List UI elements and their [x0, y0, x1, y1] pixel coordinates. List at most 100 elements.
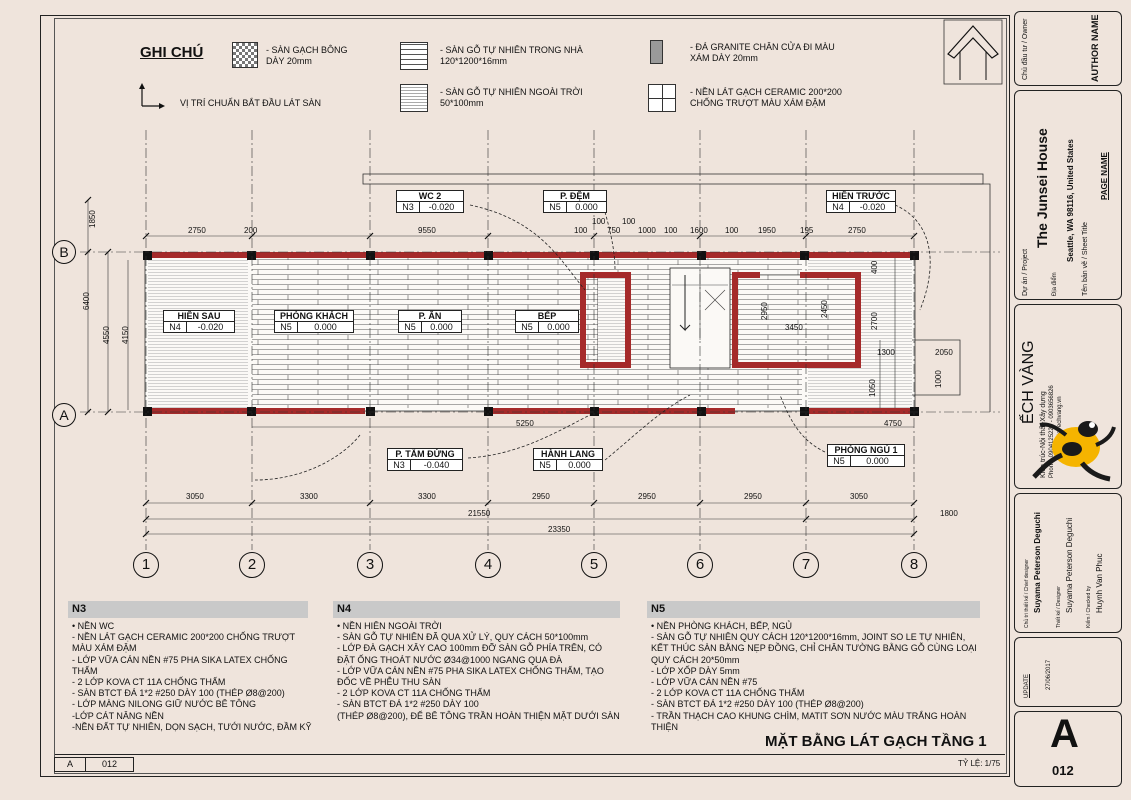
start-marker-label: VỊ TRÍ CHUẨN BẮT ĐẦU LÁT SÀN — [180, 98, 322, 108]
titleblock-sheet-number — [1014, 711, 1122, 787]
bedroom-floor — [734, 274, 861, 366]
title-underline — [55, 754, 1005, 755]
room-code: N4 — [164, 322, 187, 332]
dim-bottom-1800: 1800 — [940, 509, 958, 518]
owner-name: AUTHOR NAME — [1090, 14, 1100, 83]
dim-top-7: 100 — [664, 226, 678, 235]
wood-floor-swatch-icon — [400, 42, 428, 70]
room-code: N5 — [828, 456, 851, 466]
checker-name: Huynh Van Phuc — [1095, 553, 1104, 613]
sheet-title: MẶT BẰNG LÁT GẠCH TẦNG 1 — [765, 733, 987, 750]
room-level: -0.040 — [423, 460, 450, 470]
ceramic-swatch-icon — [648, 84, 676, 112]
columns — [143, 251, 919, 416]
dim-bottom-3: 3300 — [418, 492, 436, 501]
grid-bubble-7: 7 — [793, 552, 819, 578]
room-name: WC 2 — [396, 190, 464, 202]
dim-top-3: 9550 — [418, 226, 436, 235]
dim-bed-2450: 2450 — [820, 300, 829, 318]
notes-title-n5: N5 — [651, 603, 666, 615]
front-steps — [912, 339, 961, 396]
sheet-inner-border — [54, 18, 1007, 774]
sheet-ref-letter: A — [55, 758, 86, 771]
dim-right-2700: 2700 — [870, 312, 879, 330]
location-label: Địa điểm — [1052, 272, 1058, 296]
room-code: N5 — [534, 460, 557, 470]
stair-arrow-icon — [679, 275, 691, 332]
titleblock-number: 012 — [1052, 763, 1074, 778]
room-code: N5 — [544, 202, 567, 212]
page-name: PAGE NAME — [1100, 152, 1109, 200]
grid-bubble-4: 4 — [475, 552, 501, 578]
dim-top-small-2: 100 — [622, 217, 636, 226]
titleblock-project — [1014, 90, 1122, 300]
dim-top-10: 1950 — [758, 226, 776, 235]
dim-bed-3450: 3450 — [785, 323, 803, 332]
grid-bubble-2: 2 — [239, 552, 265, 578]
notes-title-n3: N3 — [72, 603, 87, 615]
room-tag-wc2: WC 2 N3 -0.020 — [396, 190, 464, 213]
grid-bubble-5: 5 — [581, 552, 607, 578]
dim-mid-4750: 4750 — [884, 419, 902, 428]
room-name: P. ĂN — [398, 310, 462, 322]
room-level: -0.020 — [859, 202, 886, 212]
dim-right-1050: 1050 — [868, 379, 877, 397]
dim-bottom-4: 2950 — [532, 492, 550, 501]
notes-header-n4 — [333, 601, 620, 618]
room-tag-p-an: P. ĂN N5 0.000 — [398, 310, 462, 333]
titleblock-designers — [1014, 493, 1122, 633]
room-tag-bep: BẾP N5 0.000 — [515, 310, 579, 333]
dim-left-6400: 6400 — [82, 292, 91, 310]
sheet-title-label: Tên bản vẽ / Sheet Title — [1082, 222, 1089, 296]
sheet-scale: TỶ LỆ: 1/75 — [958, 759, 1001, 768]
dim-top-2: 200 — [244, 226, 258, 235]
designer-name: Suyama Peterson Deguchi — [1065, 517, 1074, 613]
sheet-border — [40, 15, 1010, 777]
granite-swatch-icon — [650, 40, 663, 64]
dim-top-4: 100 — [574, 226, 588, 235]
dim-right-400: 400 — [870, 260, 879, 274]
room-tag-p-dem: P. ĐỆM N5 0.000 — [543, 190, 607, 213]
dim-bottom-2: 3300 — [300, 492, 318, 501]
room-tag-hien-truoc: HIÊN TRƯỚC N4 -0.020 — [826, 190, 896, 213]
dim-bottom-21550: 21550 — [468, 509, 491, 518]
dim-bottom-5: 2950 — [638, 492, 656, 501]
north-arrow-icon — [943, 19, 1003, 85]
project-name: The Junsei House — [1034, 128, 1050, 248]
room-name: HIÊN TRƯỚC — [826, 190, 896, 202]
update-date: 27/06/2017 — [1046, 659, 1052, 690]
dim-top-8: 1600 — [690, 226, 708, 235]
room-tag-phong-khach: PHÒNG KHÁCH N5 0.000 — [274, 310, 354, 333]
room-name: PHÒNG KHÁCH — [274, 310, 354, 322]
legend-title: GHI CHÚ — [140, 44, 204, 61]
titleblock-update — [1014, 637, 1122, 707]
dim-bottom-7: 3050 — [850, 492, 868, 501]
room-tag-p-tam-dung: P. TẮM ĐỨNG N3 -0.040 — [387, 448, 463, 471]
frog-logo-icon — [1032, 421, 1116, 482]
shower-tile-grid — [598, 275, 628, 365]
grid-bubble-1: 1 — [133, 552, 159, 578]
designer-label: Thiết kế / Designer — [1056, 586, 1062, 628]
dim-bottom-total: 23350 — [548, 525, 571, 534]
dim-bottom-6: 2950 — [744, 492, 762, 501]
sheet-ref-number: 012 — [101, 759, 118, 769]
notes-body-n5: • NỀN PHÒNG KHÁCH, BẾP, NGỦ- SÀN GỖ TỰ N… — [651, 621, 977, 732]
room-level: 0.000 — [866, 456, 889, 466]
notes-body-n3: • NỀN WC- NỀN LÁT GẠCH CERAMIC 200*200 C… — [72, 621, 312, 732]
room-level: 0.000 — [547, 322, 570, 332]
room-code: N5 — [399, 322, 422, 332]
dim-top-11: 195 — [800, 226, 814, 235]
titleblock-owner — [1014, 11, 1122, 86]
rear-porch-deck — [148, 258, 248, 408]
room-name: HÀNH LANG — [533, 448, 603, 460]
tile-swatch-icon — [232, 42, 258, 68]
room-code: N5 — [516, 322, 539, 332]
outdoor-wood-swatch-icon — [400, 84, 428, 112]
dim-right-2050: 2050 — [935, 348, 953, 357]
room-code: N3 — [388, 460, 411, 470]
update-label: UPDATE — [1024, 674, 1030, 698]
room-level: -0.020 — [197, 322, 224, 332]
